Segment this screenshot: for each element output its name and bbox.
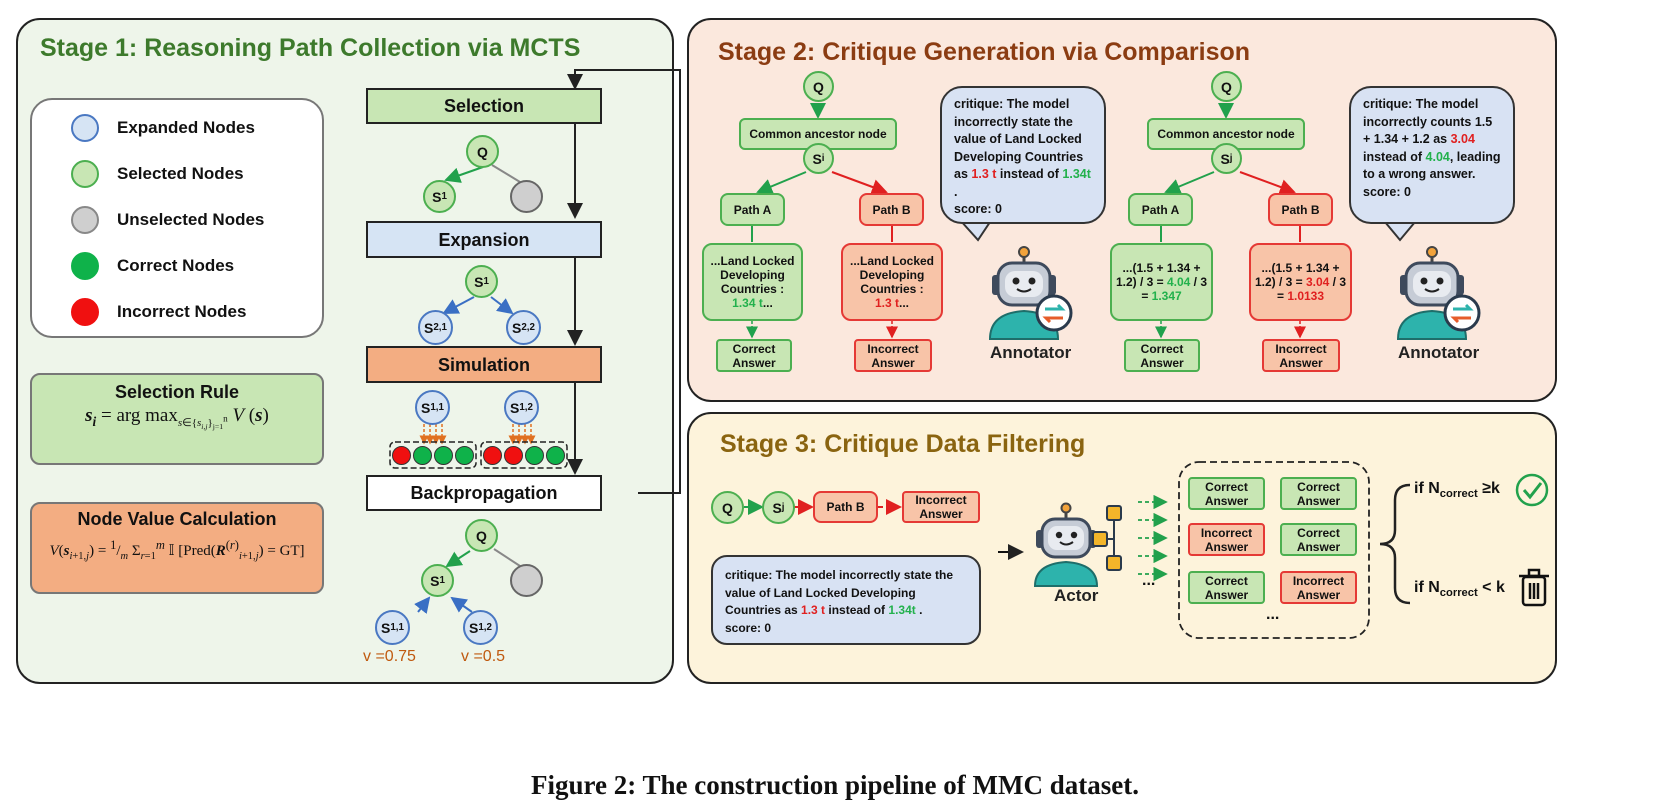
s2-left-incorrect: Incorrect Answer <box>854 339 932 372</box>
legend-swatch-4 <box>71 298 99 326</box>
trash-icon <box>1519 568 1549 607</box>
rollout-incorrect-node <box>392 446 411 465</box>
check-icon <box>1515 473 1549 507</box>
s2-right-critique: critique: The model incorrectly counts 1… <box>1349 86 1515 224</box>
figure-caption: Figure 2: The construction pipeline of M… <box>531 770 1139 800</box>
s2-left-a-text: ...Land Locked Developing Countries :1.3… <box>702 243 803 321</box>
rollout-correct-node <box>434 446 453 465</box>
legend-label-1: Selected Nodes <box>117 164 244 183</box>
rollout-correct-node <box>546 446 565 465</box>
s2-right-b-text: ...(1.5 + 1.34 + 1.2) / 3 = 3.04 / 3 = 1… <box>1249 243 1352 321</box>
legend-swatch-1 <box>71 160 99 188</box>
step-backpropagation: Backpropagation <box>366 475 602 511</box>
grid-incorrect-answer: Incorrect Answer <box>1280 571 1357 604</box>
selection-rule-box: Selection Rule si = arg maxs∈{si,j}j=1n … <box>30 373 324 465</box>
s2-right-path-b: Path B <box>1268 193 1333 226</box>
grid-correct-answer: Correct Answer <box>1188 477 1265 510</box>
rollout-correct-node <box>455 446 474 465</box>
annotator-robot-right <box>1396 243 1486 341</box>
legend-label-2: Unselected Nodes <box>117 210 265 229</box>
actor-robot <box>1033 502 1124 588</box>
grid-correct-answer: Correct Answer <box>1280 477 1357 510</box>
value-label-left: v =0.75 <box>363 648 416 665</box>
drop-condition: if Ncorrect < k <box>1414 579 1505 600</box>
grid-correct-answer: Correct Answer <box>1280 523 1357 556</box>
s2-right-q: Q <box>1211 71 1242 102</box>
annotator-label-left: Annotator <box>990 343 1072 362</box>
s3-incorrect: Incorrect Answer <box>902 491 980 523</box>
s2-left-q: Q <box>803 71 834 102</box>
s3-ellipsis-left: ... <box>1142 572 1156 589</box>
node-q-backprop: Q <box>465 519 498 552</box>
node-value-box: Node Value Calculation V(si+1,j) = 1/m Σ… <box>30 502 324 594</box>
annotator-robot-left <box>988 243 1078 341</box>
grid-correct-answer: Correct Answer <box>1188 571 1265 604</box>
s3-path-b: Path B <box>813 491 878 523</box>
stage1-title: Stage 1: Reasoning Path Collection via M… <box>40 34 581 62</box>
legend-swatch-2 <box>71 206 99 234</box>
s2-left-b-text: ...Land Locked Developing Countries :1.3… <box>841 243 943 321</box>
stage2-title: Stage 2: Critique Generation via Compari… <box>718 38 1251 66</box>
node-unselected <box>510 180 543 213</box>
step-simulation: Simulation <box>366 346 602 383</box>
s2-right-path-a: Path A <box>1128 193 1193 226</box>
rollout-correct-node <box>413 446 432 465</box>
s2-right-a-text: ...(1.5 + 1.34 + 1.2) / 3 = 4.04 / 3 = 1… <box>1110 243 1213 321</box>
legend-swatch-0 <box>71 114 99 142</box>
rollout-correct-node <box>525 446 544 465</box>
s2-left-path-b: Path B <box>859 193 924 226</box>
s2-left-path-a: Path A <box>720 193 785 226</box>
grid-incorrect-answer: Incorrect Answer <box>1188 523 1265 556</box>
node-value-title: Node Value Calculation <box>77 509 277 529</box>
s2-right-incorrect: Incorrect Answer <box>1262 339 1340 372</box>
legend-label-0: Expanded Nodes <box>117 118 255 137</box>
selection-rule-formula: si = arg maxs∈{si,j}j=1n V (s) <box>85 405 269 431</box>
annotator-label-right: Annotator <box>1398 343 1480 362</box>
legend-label-3: Correct Nodes <box>117 256 235 275</box>
actor-label: Actor <box>1054 586 1099 605</box>
s2-left-correct: Correct Answer <box>716 339 792 372</box>
selection-rule-title: Selection Rule <box>114 382 240 402</box>
stage3-title: Stage 3: Critique Data Filtering <box>720 430 1086 458</box>
step-selection: Selection <box>366 88 602 124</box>
node-unselected-backprop <box>510 564 543 597</box>
rollout-incorrect-node <box>483 446 502 465</box>
s2-right-correct: Correct Answer <box>1124 339 1200 372</box>
s3-ellipsis-grid: ... <box>1266 606 1280 623</box>
s2-left-critique: critique: The model incorrectly state th… <box>940 86 1106 224</box>
value-label-right: v =0.5 <box>461 648 506 665</box>
keep-condition: if Ncorrect ≥k <box>1414 480 1500 501</box>
node-q: Q <box>466 135 499 168</box>
s3-critique: critique: The model incorrectly state th… <box>711 555 981 645</box>
legend-swatch-3 <box>71 252 99 280</box>
rollout-incorrect-node <box>504 446 523 465</box>
legend-label-4: Incorrect Nodes <box>117 302 247 321</box>
step-expansion: Expansion <box>366 221 602 258</box>
s3-q: Q <box>711 491 744 524</box>
node-value-formula: V(si+1,j) = 1/m Σr=1m 𝕀 [Pred(R(r)i+1,j)… <box>49 538 305 562</box>
